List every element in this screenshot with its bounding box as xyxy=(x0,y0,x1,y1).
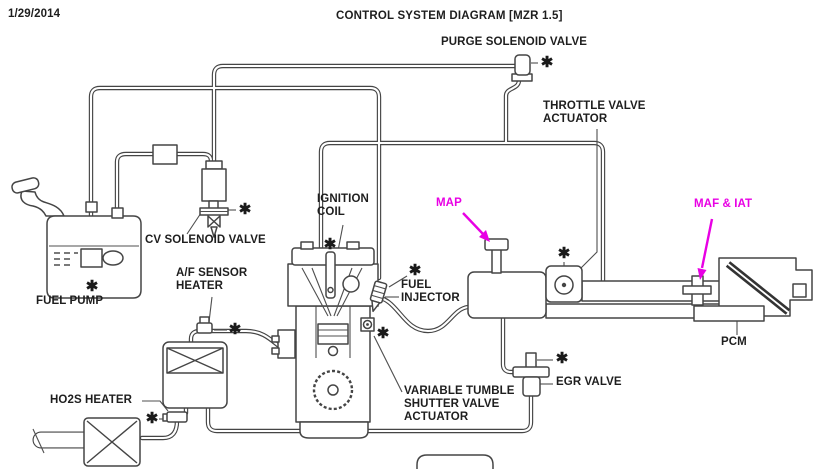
label-egr-valve: EGR VALVE xyxy=(556,376,622,388)
label-throttle-valve-actuator: THROTTLE VALVE ACTUATOR xyxy=(543,100,646,125)
maf-iat-annotation-arrow xyxy=(697,218,714,280)
fuel-filler-cap xyxy=(11,177,40,194)
asterisk-throttle-actuator: ✱ xyxy=(557,245,571,262)
oil-pan xyxy=(299,421,369,439)
egr-valve-unit xyxy=(512,352,550,397)
label-ignition-coil: IGNITION COIL xyxy=(317,193,369,218)
label-purge-solenoid-valve: PURGE SOLENOID VALVE xyxy=(441,36,587,48)
tank-fitting xyxy=(111,207,124,219)
pcm-module xyxy=(693,305,765,322)
fuel-tank xyxy=(11,177,142,299)
intake-duct xyxy=(467,238,721,319)
label-af-sensor-heater: A/F SENSOR HEATER xyxy=(176,267,248,292)
map-annotation-arrow xyxy=(462,212,490,242)
asterisk-egr-valve: ✱ xyxy=(555,350,569,367)
check-valve xyxy=(152,144,178,165)
asterisk-fuel-injector: ✱ xyxy=(408,262,422,279)
label-fuel-injector: FUEL INJECTOR xyxy=(401,279,460,304)
asterisk-ignition-coil: ✱ xyxy=(323,236,337,253)
catalytic-converter xyxy=(162,341,228,409)
label-variable-tumble-shutter-valve-actuator: VARIABLE TUMBLE SHUTTER VALVE ACTUATOR xyxy=(404,385,515,423)
page-title: CONTROL SYSTEM DIAGRAM [MZR 1.5] xyxy=(336,10,563,22)
ignition-coil-unit xyxy=(325,251,336,299)
asterisk-ho2s: ✱ xyxy=(145,410,159,427)
engine-mount xyxy=(277,329,296,359)
asterisk-variable-tumble: ✱ xyxy=(376,325,390,342)
asterisk-fuel-pump: ✱ xyxy=(85,278,99,295)
muffler xyxy=(83,417,141,467)
label-ho2s-heater: HO2S HEATER xyxy=(50,394,133,406)
cv-solenoid-valve xyxy=(199,160,229,238)
purge-solenoid-valve xyxy=(511,54,533,82)
map-sensor-stem xyxy=(491,248,502,274)
asterisk-purge-solenoid-valve: ✱ xyxy=(540,54,554,71)
date-label: 1/29/2014 xyxy=(8,8,61,20)
fuel-sender xyxy=(102,250,124,266)
ho2s-sensor xyxy=(162,411,188,423)
map-sensor xyxy=(484,238,509,251)
asterisk-cv-solenoid-valve: ✱ xyxy=(238,201,252,218)
af-sensor xyxy=(196,316,213,334)
fuel-injector-unit xyxy=(369,280,388,313)
label-fuel-pump: FUEL PUMP xyxy=(36,295,104,307)
annotation-map: MAP xyxy=(436,197,462,209)
piston xyxy=(317,323,349,345)
intake-manifold xyxy=(467,271,547,319)
tank-fitting xyxy=(85,201,98,213)
label-pcm: PCM xyxy=(721,336,747,348)
bottom-component xyxy=(416,454,494,469)
fuel-pump-unit xyxy=(80,248,103,268)
label-cv-solenoid-valve: CV SOLENOID VALVE xyxy=(145,234,266,246)
engine xyxy=(271,241,379,439)
annotation-maf-iat: MAF & IAT xyxy=(694,198,753,210)
asterisk-af-sensor: ✱ xyxy=(228,321,242,338)
exhaust-pipe-end xyxy=(32,428,45,454)
